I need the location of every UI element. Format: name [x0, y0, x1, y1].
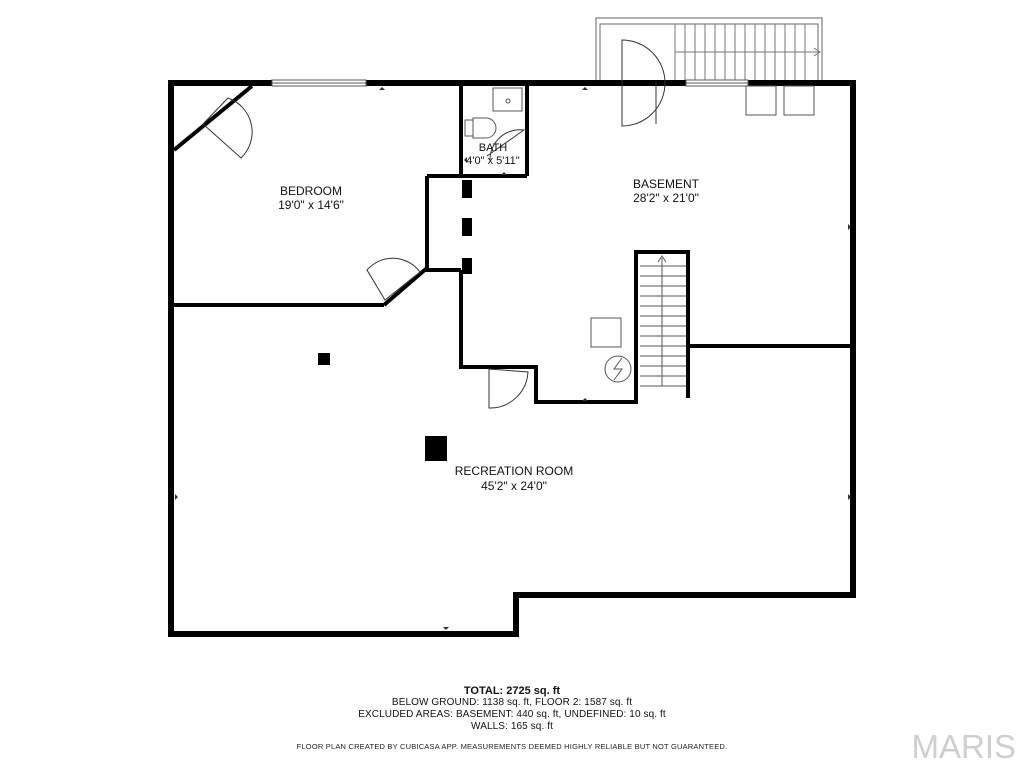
room-dims-bedroom: 19'0" x 14'6": [278, 198, 344, 212]
room-name-basement: BASEMENT: [633, 177, 700, 191]
area-summary: TOTAL: 2725 sq. ft BELOW GROUND: 1138 sq…: [0, 686, 1024, 733]
interior-stairs: [640, 255, 686, 387]
exterior-stairs: [595, 17, 823, 80]
wall-stubs: [318, 180, 472, 461]
disclaimer: FLOOR PLAN CREATED BY CUBICASA APP. MEAS…: [296, 742, 728, 751]
exterior-walls: [168, 80, 856, 637]
bath-fixtures: [464, 87, 523, 139]
room-dims-basement: 28'2" x 21'0": [633, 191, 699, 205]
excluded-areas: EXCLUDED AREAS: BASEMENT: 440 sq. ft, UN…: [358, 709, 666, 720]
dimension-ticks: [175, 87, 851, 630]
below-ground-area: BELOW GROUND: 1138 sq. ft, FLOOR 2: 1587…: [391, 697, 633, 708]
interior-walls: [171, 85, 853, 404]
basement-fixtures: [590, 85, 815, 383]
total-area: TOTAL: 2725 sq. ft: [463, 685, 561, 697]
room-name-recreation: RECREATION ROOM: [455, 464, 573, 478]
doors: [202, 39, 666, 409]
walls-area: WALLS: 165 sq. ft: [471, 721, 553, 732]
floor-plan: BEDROOM 19'0" x 14'6" BATH 4'0" x 5'11" …: [168, 17, 856, 637]
room-name-bedroom: BEDROOM: [280, 184, 342, 198]
room-name-bath: BATH: [479, 142, 508, 154]
room-dims-bath: 4'0" x 5'11": [466, 155, 519, 167]
windows: [271, 79, 749, 87]
maris-watermark: MARIS: [911, 728, 1016, 765]
room-dims-recreation: 45'2" x 24'0": [481, 479, 547, 493]
